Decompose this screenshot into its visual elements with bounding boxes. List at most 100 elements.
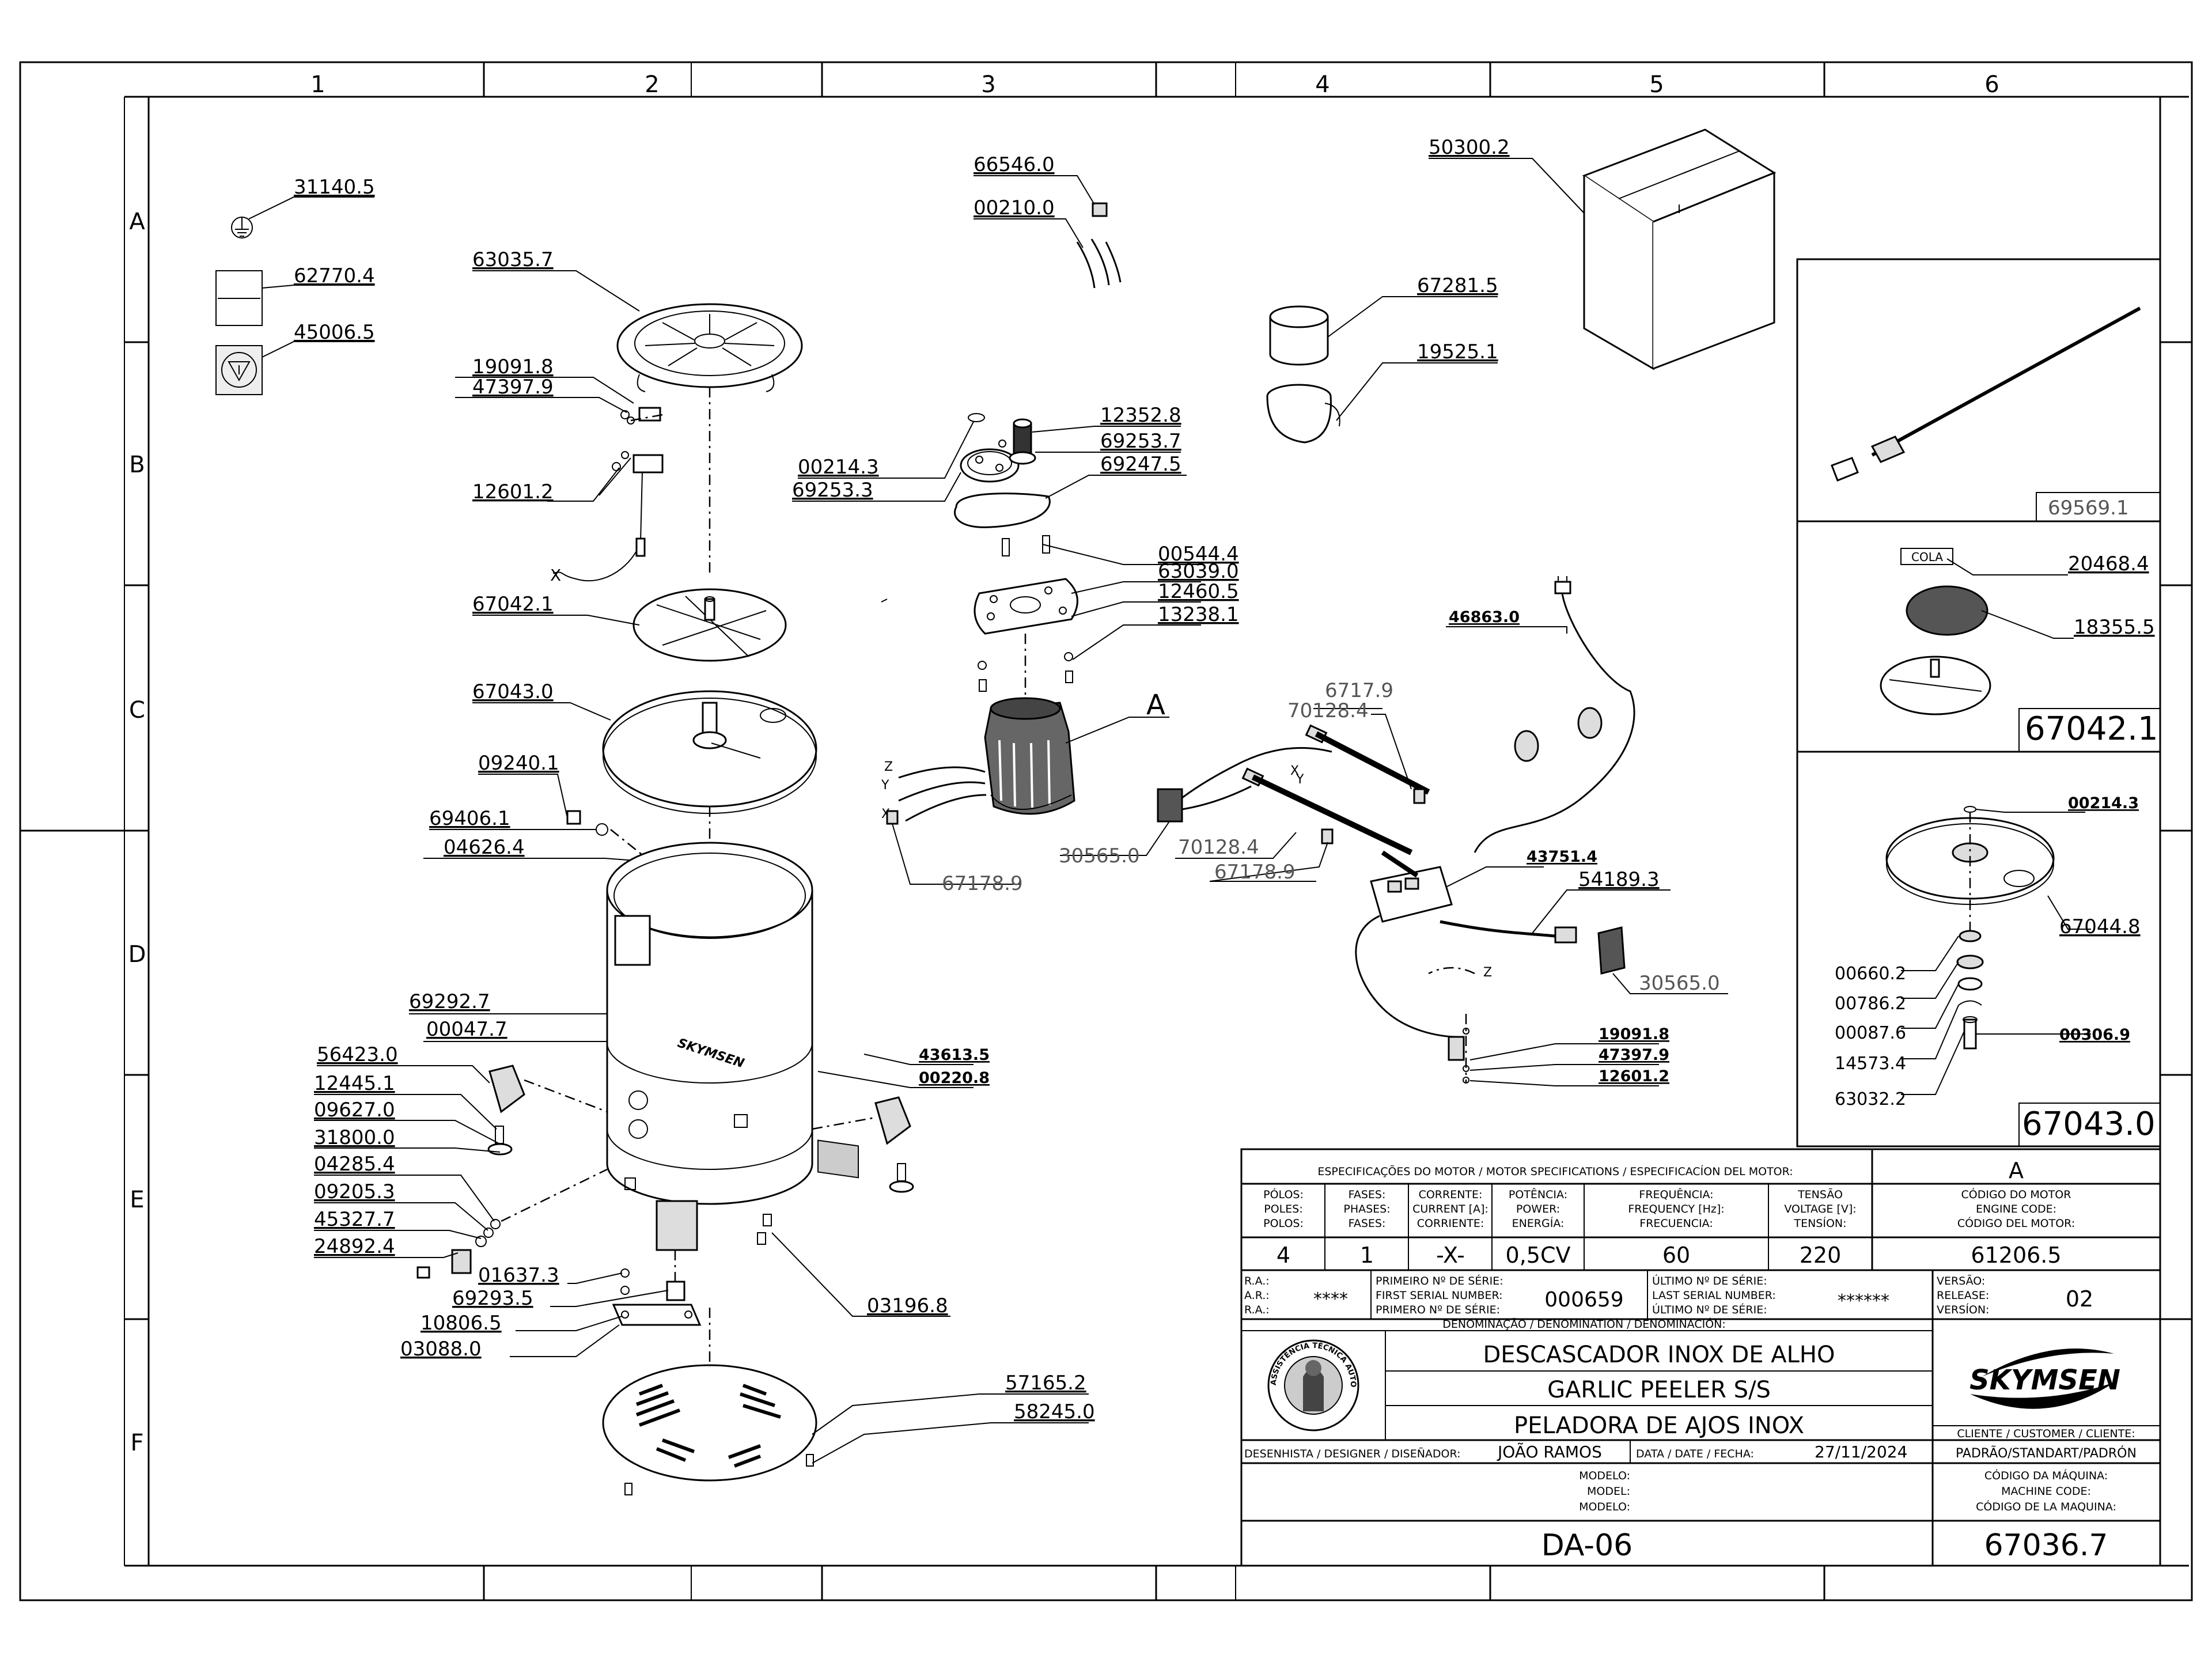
tb-phases: 1 [1360,1243,1374,1268]
panel-3-00786-2: 00786.2 [1835,994,1906,1014]
tb-date: 27/11/2024 [1815,1442,1907,1461]
callout-6717-9: 6717.9 [1325,679,1393,702]
callout-30565-0-right: 30565.0 [1639,972,1720,995]
callout-56423-0: 56423.0 [317,1043,398,1066]
panel-3-00306-9: 00306.9 [2059,1026,2130,1044]
callout-67178-9-mid: 67178.9 [1214,861,1296,884]
capacitor-bracket [612,1177,702,1326]
tb-engine-code-label-en: ENGINE CODE: [1976,1203,2056,1215]
grid-row-e: E [130,1187,144,1213]
terminal-67178-left [886,810,1020,885]
panel-2-18355-5: 18355.5 [2074,616,2155,639]
tb-engine-code: 61206.5 [1971,1243,2061,1268]
tb-current: -X- [1436,1243,1465,1268]
tb-first-serial-label-es: PRIMERO Nº DE SÉRIE: [1376,1303,1500,1316]
tb-freq-label-en: FREQUENCY [Hz]: [1628,1203,1724,1215]
cable-70128-upper [1305,724,1430,804]
panel-3-parts [1885,806,2055,1050]
tb-machine-code-label-en: MACHINE CODE: [2001,1485,2091,1498]
tb-power-label-pt: POTÊNCIA: [1509,1188,1567,1201]
tb-name-en: GARLIC PEELER S/S [1547,1377,1771,1403]
tb-machine-code-label-es: CÓDIGO DE LA MAQUINA: [1976,1499,2116,1513]
tb-ra-label-3: R.A.: [1244,1304,1270,1316]
tb-first-serial-label-pt: PRIMEIRO Nº DE SÉRIE: [1376,1274,1503,1287]
tb-last-serial-label-es: ÚLTIMO Nº DE SÉRIE: [1652,1302,1767,1316]
tb-phases-label-en: PHASES: [1343,1203,1390,1215]
tb-voltage-label-en: VOLTAGE [V]: [1784,1203,1856,1215]
screw-set-19091-47397 [620,407,663,425]
grid-row-d: D [128,941,146,968]
tb-freq-label-es: FRECUENCIA: [1639,1217,1713,1230]
grid-col-3: 3 [981,71,995,98]
callout-19525-1: 19525.1 [1417,340,1498,363]
callout-69247-5: 69247.5 [1100,453,1181,476]
panel-3-00087-6: 00087.6 [1835,1023,1906,1043]
callout-19091-8-top: 19091.8 [472,355,554,378]
callout-70128-4-up: 70128.4 [1287,699,1369,722]
callout-31800-0: 31800.0 [314,1126,395,1149]
panel-2-cola: COLA [1911,550,1943,564]
panel-2-parts [1880,548,2074,715]
tb-client: PADRÃO/STANDART/PADRÓN [1956,1445,2137,1461]
tb-client-label: CLIENTE / CUSTOMER / CLIENTE: [1957,1427,2135,1440]
callout-13238-1: 13238.1 [1158,603,1239,626]
callout-67043-0: 67043.0 [472,680,554,703]
callout-46863-0: 46863.0 [1449,608,1520,626]
tb-machine-code: 67036.7 [1984,1528,2108,1563]
callout-54189-3: 54189.3 [1578,868,1660,891]
grid-col-6: 6 [1984,71,1999,98]
callout-70128-4-low: 70128.4 [1178,836,1259,859]
callout-45006-5: 45006.5 [294,321,375,344]
tb-first-serial: 000659 [1544,1288,1623,1312]
wire-x-label: X [550,566,561,585]
tb-poles-label-en: POLES: [1264,1203,1302,1215]
foot-back-56423 [881,599,888,603]
tb-poles-label-es: POLOS: [1263,1217,1304,1230]
callout-03088-0: 03088.0 [400,1338,482,1361]
grid-col-5: 5 [1649,71,1664,98]
tb-motor-specs-header: ESPECIFICAÇÕES DO MOTOR / MOTOR SPECIFIC… [1317,1165,1793,1178]
tb-ra-label-2: A.R.: [1244,1289,1270,1302]
bowl-19525 [1266,384,1340,444]
callout-69253-3-mid: 69253.3 [792,479,873,502]
motor-a [898,634,1075,822]
callout-58245-0: 58245.0 [1014,1400,1095,1423]
tb-engine-code-label-es: CÓDIGO DEL MOTOR: [1957,1216,2075,1230]
callout-45327-7: 45327.7 [314,1208,395,1231]
tb-phases-label-es: FASES: [1349,1217,1386,1230]
callout-09205-3: 09205.3 [314,1180,395,1203]
tb-brand: SKYMSEN [1969,1364,2120,1396]
tb-date-label: DATA / DATE / FECHA: [1636,1448,1754,1460]
tb-model: DA-06 [1541,1528,1633,1563]
cable-54189 [1440,920,1577,944]
grid-row-c: C [129,697,145,724]
callout-31140-5: 31140.5 [294,176,375,199]
peeling-plate-67043 [602,690,817,864]
nut-66546 [1092,202,1108,217]
callout-47397-9-top: 47397.9 [472,376,554,399]
callout-00047-7: 00047.7 [426,1018,507,1041]
microswitch-bottom-right [1448,1014,1469,1084]
tb-model-label-es: MODELO: [1579,1501,1630,1513]
panel-2-20468-4: 20468.4 [2068,552,2149,575]
callout-09627-0: 09627.0 [314,1099,395,1122]
brand-logo: SKYMSEN [1969,1349,2120,1409]
panel-3-67044-8: 67044.8 [2059,915,2141,938]
cable-70128-lower [1241,767,1413,855]
tb-voltage-label-pt: TENSÃO [1797,1188,1843,1201]
grid-labels: 1 2 3 4 5 6 A B C D E F [128,71,1999,1456]
panel-3-00214-3: 00214.3 [2068,794,2139,812]
foot-left-56423 [487,1065,608,1156]
callout-69293-5: 69293.5 [452,1287,533,1310]
tb-current-label-es: CORRIENTE: [1417,1217,1484,1230]
wire-y-label-cable: Y [1296,772,1304,787]
tb-phases-label-pt: FASES: [1349,1188,1386,1201]
grid-row-f: F [130,1430,143,1456]
switch-30565-left [1157,747,1332,823]
tb-ra-label-1: R.A.: [1244,1275,1270,1287]
tb-machine-code-label-pt: CÓDIGO DA MÁQUINA: [1984,1468,2108,1482]
power-cord-46863 [1474,576,1635,853]
callout-67042-1: 67042.1 [472,593,554,616]
grid-col-2: 2 [645,71,659,98]
label-43613 [817,1139,859,1179]
